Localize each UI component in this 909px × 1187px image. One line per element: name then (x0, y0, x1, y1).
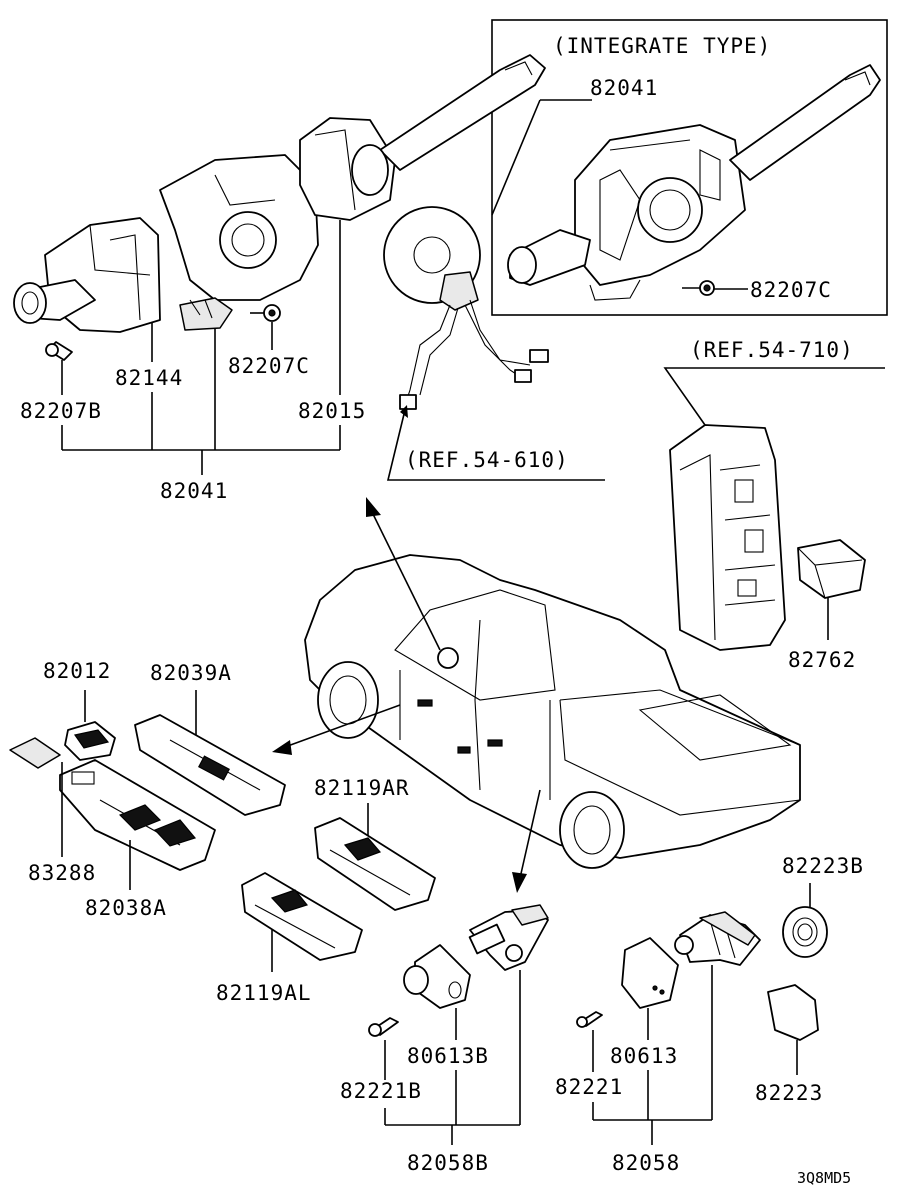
junction-block[interactable] (669, 424, 786, 651)
window-switch-82039a[interactable] (134, 714, 286, 816)
label-82207c[interactable]: 82207C (228, 354, 310, 378)
label-82038a[interactable]: 82038A (85, 896, 167, 920)
label-82058b[interactable]: 82058B (407, 1151, 489, 1175)
lighting-switch-82144[interactable] (13, 217, 161, 333)
window-switch-82119ar[interactable] (314, 817, 436, 911)
integrate-type-inset: (INTEGRATE TYPE) 82041 82207C (491, 19, 888, 316)
grommet-82223b[interactable] (782, 906, 828, 958)
ref-54-710-callout: (REF.54-710) (663, 338, 885, 426)
label-82119ar[interactable]: 82119AR (314, 776, 410, 800)
switch-body-82015[interactable] (159, 154, 319, 331)
clock-spring-harness[interactable] (383, 206, 549, 410)
label-integrate-type: (INTEGRATE TYPE) (553, 34, 771, 58)
label-82012[interactable]: 82012 (43, 659, 111, 683)
cover-80613[interactable] (621, 937, 679, 1009)
label-ref-54-610: (REF.54-610) (405, 448, 569, 472)
plate-83288[interactable] (9, 737, 61, 769)
combination-switch-assembly (13, 54, 546, 361)
label-82015[interactable]: 82015 (298, 399, 366, 423)
diagram-code: 3Q8MD5 (797, 1169, 851, 1187)
label-82058[interactable]: 82058 (612, 1151, 680, 1175)
leader-lines-82058 (592, 965, 713, 1145)
label-80613b[interactable]: 80613B (407, 1044, 489, 1068)
label-82119al[interactable]: 82119AL (216, 981, 312, 1005)
label-82221[interactable]: 82221 (555, 1075, 623, 1099)
cap-82223[interactable] (767, 984, 819, 1041)
switch-82012[interactable] (64, 721, 116, 761)
door-switch-82058b[interactable] (468, 904, 549, 971)
screw-82221b[interactable] (368, 1017, 399, 1037)
combination-switch-integrate[interactable] (507, 64, 881, 301)
label-82762[interactable]: 82762 (788, 648, 856, 672)
cover-80613b[interactable] (403, 944, 471, 1009)
screw-82207b[interactable] (45, 341, 73, 361)
label-82223[interactable]: 82223 (755, 1081, 823, 1105)
leader-lines-82041 (61, 220, 341, 475)
label-ref-54-710: (REF.54-710) (690, 338, 854, 362)
main-window-switch-82038a[interactable] (59, 759, 216, 871)
label-82221b[interactable]: 82221B (340, 1079, 422, 1103)
window-switch-82119al[interactable] (241, 872, 363, 961)
screw-82207c[interactable] (250, 304, 281, 322)
wiper-switch-82015[interactable] (299, 54, 546, 221)
label-80613[interactable]: 80613 (610, 1044, 678, 1068)
label-82039a[interactable]: 82039A (150, 661, 232, 685)
truck-pointer-arrows (272, 497, 541, 893)
screw-82207c-integrate[interactable] (682, 280, 715, 296)
label-82041-integrate[interactable]: 82041 (590, 76, 658, 100)
label-82207c-integrate[interactable]: 82207C (750, 278, 832, 302)
screw-82221[interactable] (576, 1011, 603, 1028)
label-83288[interactable]: 83288 (28, 861, 96, 885)
label-82207b[interactable]: 82207B (20, 399, 102, 423)
label-82223b[interactable]: 82223B (782, 854, 864, 878)
label-82144[interactable]: 82144 (115, 366, 183, 390)
relay-82762[interactable] (797, 539, 866, 599)
pickup-truck (304, 554, 801, 869)
label-82041[interactable]: 82041 (160, 479, 228, 503)
ref-54-610-callout: (REF.54-610) (386, 405, 605, 481)
door-switch-82058[interactable] (674, 911, 761, 966)
leader-lines-82058b (384, 970, 521, 1145)
